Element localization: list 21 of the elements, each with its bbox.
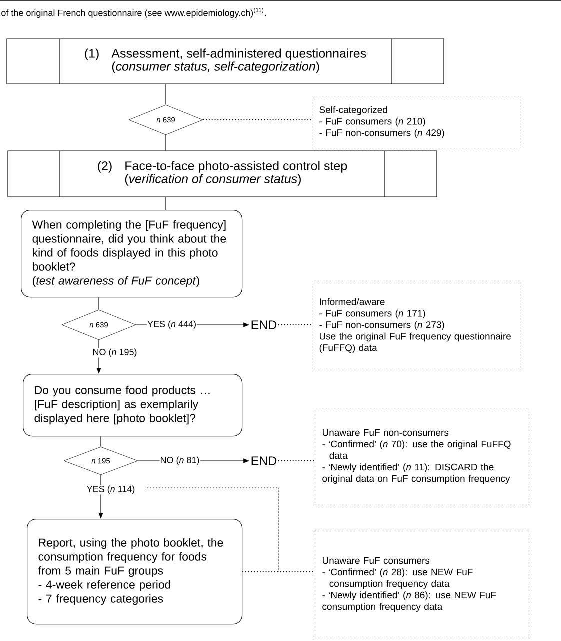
edge-label: YES (n 114) [87, 486, 135, 494]
caption-text: of the original French questionnaire (see www.epidemiology.ch)$^{(11)}$. [2, 8, 266, 18]
edge-label: NO (n 195) [93, 348, 137, 358]
leader-line [278, 324, 312, 326]
leader-line [278, 460, 316, 462]
question-box: Do you consume food products … [FuF description] as exemplarily displayed here [photo booklet]? [23, 374, 243, 437]
question-box: Report, using the photo booklet, the consumption frequency for foods from 5 main FuF groups - 4-week reference period - 7 frequency categories [27, 519, 243, 625]
note-box: Informed/aware - FuF consumers (n 171) - FuF non-consumers (n 273) Use the original FuF frequency questionnaire (FuFFQ) data [312, 281, 520, 370]
note-box: Self-categorized - FuF consumers (n 210) - FuF non-consumers (n 429) [312, 96, 520, 148]
process-box: (1) Assessment, self-administered questionnaires (consumer status, self-categorization) [6, 38, 444, 84]
note-box: Unaware FuF non-consumers - ‘Confirmed’ (n 70): use the original FuFFQ data - ‘Newly identified’ (n 11): DISCARD the original data on FuF consumption frequency [315, 408, 530, 506]
connector-line [98, 297, 100, 310]
end-label: END [252, 320, 277, 330]
end-label: END [252, 456, 277, 466]
edge-label: YES (n 444) [148, 320, 196, 330]
note-box: Unaware FuF consumers - ‘Confirmed’ (n 28): use NEW FuF consumption frequency data - ‘Newly identified’ (n 86): use NEW FuF consumption frequency data [315, 531, 530, 638]
leader-line [242, 571, 316, 572]
process-box: (2) Face-to-face photo-assisted control step (verification of consumer status) [8, 150, 438, 198]
question-box: When completing the [FuF frequency] questionnaire, did you think about the kind of foods displayed in this photo booklet? (test awareness of FuF concept) [21, 210, 243, 298]
connector-line [100, 436, 102, 448]
edge-label: NO (n 81) [160, 456, 200, 466]
